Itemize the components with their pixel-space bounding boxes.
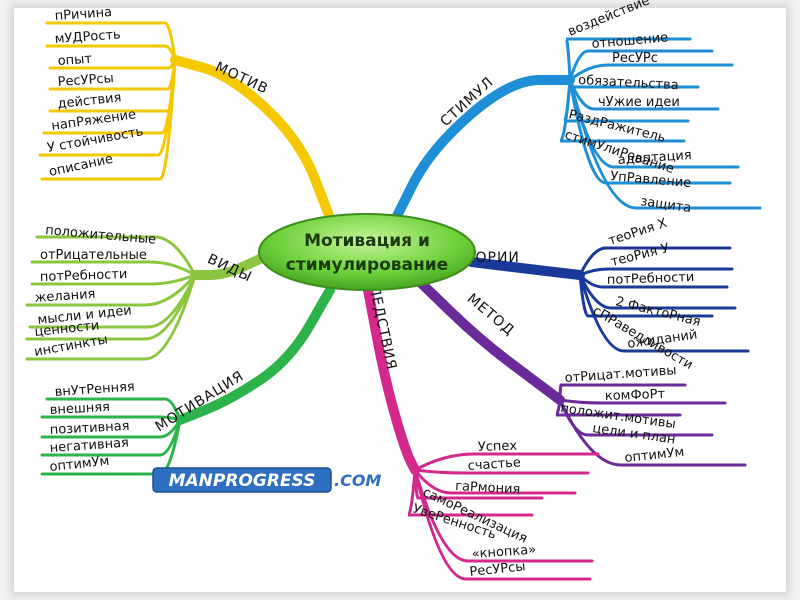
vidy-leaf-connector	[30, 260, 197, 277]
stimul-leaf-connector	[568, 49, 714, 82]
stimul-leaf-text: РесУРс	[612, 51, 658, 66]
stimul-leaf-text: адаптация	[617, 148, 692, 168]
posledstviya-trunk	[363, 285, 420, 475]
logo-suffix-text: .COM	[334, 471, 381, 490]
motiv-leaf-text: РесУРсы	[57, 71, 114, 90]
vidy-leaf-text: желания	[34, 287, 96, 306]
metod-leaf-text: отРицат.мотивы	[564, 363, 677, 386]
vidy-leaf-text: ценности	[34, 318, 100, 340]
motiv-leaf-text: опыт	[57, 52, 93, 69]
center-title-line2: стимулирование	[286, 255, 448, 275]
teorii-leaf-text: потРебности	[607, 270, 695, 288]
motivaciya-leaf-connector	[45, 397, 182, 422]
posledstviya-leaf-connector	[413, 452, 600, 472]
stimul-leaf-text: УпРавление	[610, 169, 692, 191]
vidy-branch-label: ВИДЫ	[205, 251, 255, 286]
posledstviya-leaf-connector	[406, 468, 534, 517]
motiv-leaf-text: действия	[57, 90, 122, 112]
posledstviya-leaf-text: РесУРсы	[469, 559, 526, 580]
motiv-leaf-connector	[45, 21, 177, 62]
stimul-leaf-text: чУжие идеи	[598, 95, 680, 110]
metod-trunk	[415, 277, 565, 405]
teorii-leaf-connector	[578, 273, 750, 353]
posledstviya-leaf-text: гаРмония	[455, 479, 521, 497]
stimul-leaf-connector	[559, 78, 686, 143]
motivaciya-leaf-connector	[40, 415, 182, 422]
stimul-leaf-text: обязательства	[578, 73, 679, 93]
vidy-leaf-text: положительные	[45, 223, 157, 248]
stimul-leaf-connector	[568, 78, 732, 185]
vidy-leaf-text: потРебности	[40, 267, 128, 285]
stimul-trunk	[390, 75, 575, 225]
slide-page	[14, 8, 786, 592]
motiv-leaf-connector	[45, 44, 177, 62]
center-node: Мотивация и стимулирование	[258, 213, 476, 291]
stimul-leaf-text: отношение	[591, 30, 669, 52]
vidy-leaf-connector	[25, 273, 197, 361]
vidy-leaf-text: отРицательные	[40, 248, 147, 263]
teorii-leaf-connector	[578, 246, 732, 277]
teorii-trunk	[467, 257, 585, 280]
logo-main-text: MANPROGRESS	[169, 471, 316, 491]
vidy-trunk	[190, 253, 267, 280]
motiv-leaf-text: пРичина	[54, 5, 112, 24]
stimul-leaf-text: защита	[639, 194, 692, 216]
metod-leaf-connector	[558, 398, 727, 405]
motivaciya-leaf-text: внешняя	[49, 400, 110, 418]
motiv-leaf-text: мУДРость	[54, 27, 121, 47]
stimul-leaf-connector	[568, 63, 734, 82]
posledstviya-leaf-connector	[413, 468, 577, 495]
metod-leaf-connector	[558, 383, 687, 402]
posledstviya-leaf-connector	[413, 468, 592, 581]
posledstviya-leaf-text: «кнопка»	[471, 543, 536, 562]
motivaciya-leaf-text: негативная	[49, 435, 129, 455]
vidy-leaf-connector	[30, 273, 197, 286]
posledstviya-leaf-connector	[413, 468, 590, 475]
vidy-leaf-connector	[35, 235, 197, 277]
motiv-leaf-connector	[40, 58, 177, 181]
manprogress-logo: MANPROGRESS .COM	[152, 467, 381, 493]
motiv-trunk	[170, 55, 335, 223]
metod-leaf-connector	[558, 398, 747, 467]
motivaciya-leaf-text: оптимУм	[49, 454, 110, 475]
metod-leaf-text: комФоРт	[605, 387, 666, 404]
motivaciya-leaf-text: внУтРенняя	[54, 379, 135, 400]
vidy-leaf-connector	[25, 273, 197, 307]
metod-leaf-text: оптимУм	[624, 445, 685, 466]
stimul-leaf-connector	[568, 78, 762, 210]
stimul-leaf-connector	[564, 37, 692, 82]
posledstviya-leaf-text: счастье	[467, 455, 521, 474]
motivaciya-trunk	[175, 285, 335, 425]
posledstviya-leaf-text: Успех	[478, 439, 518, 455]
teorii-leaf-connector	[578, 267, 734, 277]
center-title-line1: Мотивация и	[304, 231, 430, 251]
motivaciya-leaf-text: позитивная	[49, 419, 129, 438]
